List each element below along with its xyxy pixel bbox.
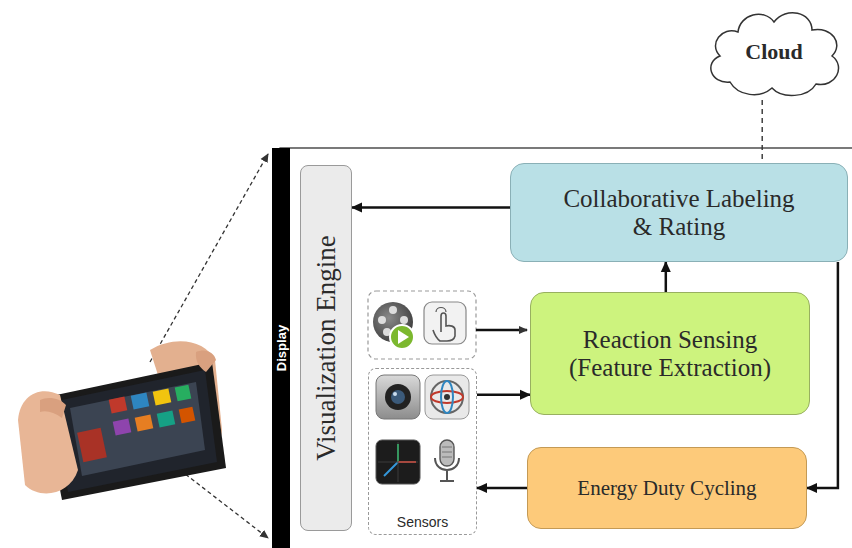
connector-arrow [762, 100, 763, 163]
gyroscope-icon [425, 375, 469, 419]
media-group [368, 291, 476, 359]
connector-arrow [665, 262, 668, 292]
node-label: Sensors [397, 514, 448, 530]
microphone-icon [435, 440, 459, 481]
process-box: Collaborative Labeling & Rating [510, 163, 848, 262]
connector-arrow [477, 487, 527, 490]
engine-box: Visualization Engine [300, 165, 352, 531]
tablet-illustration [18, 341, 226, 500]
zoom-line [180, 470, 268, 538]
node-label: Cloud [745, 39, 802, 65]
display-bar [272, 148, 290, 548]
connector-arrow [477, 393, 530, 396]
vertical-label: Visualization Engine [311, 235, 342, 461]
video-icon [373, 302, 414, 349]
node-label: Energy Duty Cycling [577, 476, 756, 501]
sensor-group: Sensors [368, 368, 477, 535]
panel [280, 148, 852, 548]
accelerometer-icon [376, 440, 420, 484]
display-label-bar: Display [272, 148, 290, 548]
cloud-shape: Cloud [700, 4, 848, 100]
node-label: Reaction Sensing (Feature Extraction) [545, 326, 795, 382]
process-box: Energy Duty Cycling [527, 447, 807, 529]
connector-arrow [807, 262, 838, 488]
node-label: Collaborative Labeling & Rating [559, 185, 799, 241]
camera-icon [376, 375, 420, 419]
zoom-line [150, 154, 268, 362]
touch-icon [424, 302, 466, 344]
connector-arrow [352, 206, 510, 209]
vertical-label: Display [274, 325, 289, 371]
process-box: Reaction Sensing (Feature Extraction) [530, 292, 810, 415]
media-arrow [476, 329, 527, 332]
